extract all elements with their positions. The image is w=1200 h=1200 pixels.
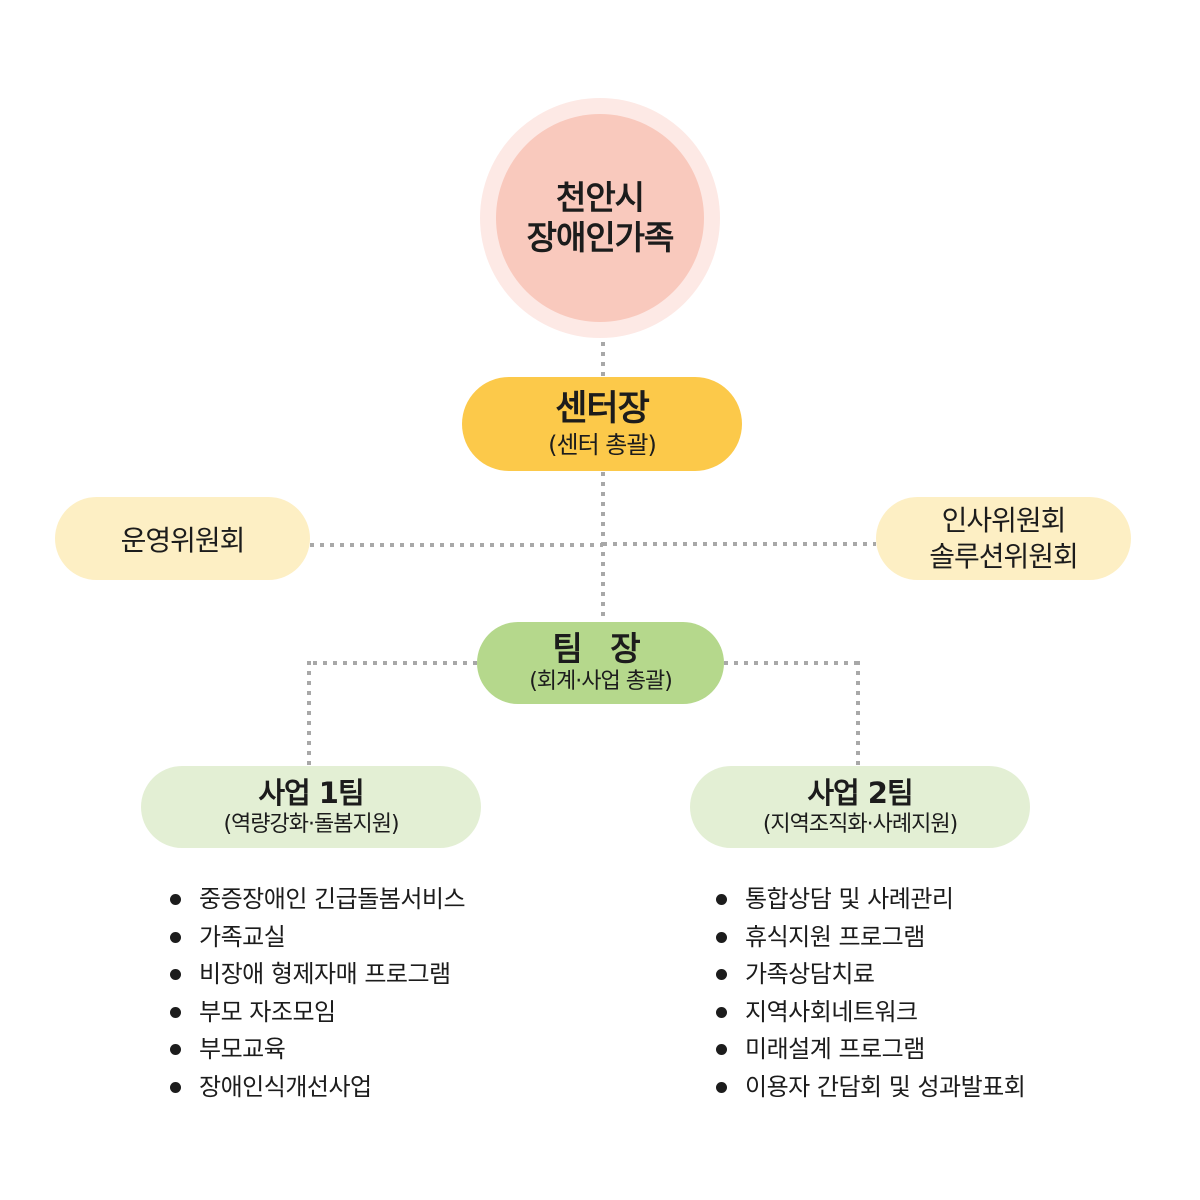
list-item-label: 비장애 형제자매 프로그램 — [199, 960, 451, 988]
list-item: 비장애 형제자매 프로그램 — [170, 956, 465, 994]
team1-title: 사업 1팀 — [258, 776, 364, 810]
bullet-icon — [170, 894, 181, 905]
bullet-icon — [170, 931, 181, 943]
list-item: 장애인식개선사업 — [170, 1069, 465, 1107]
team2-node: 사업 2팀 (지역조직화·사례지원) — [690, 766, 1030, 848]
hr-committee-label: 인사위원회 — [941, 503, 1067, 537]
director-title: 센터장 — [555, 389, 650, 429]
list-item-label: 장애인식개선사업 — [199, 1072, 372, 1101]
list-item: 중증장애인 긴급돌봄서비스 — [170, 881, 466, 919]
team2-subtitle: (지역조직화·사례지원) — [762, 812, 958, 837]
bullet-icon — [170, 1044, 181, 1055]
root-title-line1: 천안시 — [555, 178, 645, 217]
team1-node: 사업 1팀 (역량강화·돌봄지원) — [141, 766, 481, 848]
list-item-label: 가족교실 — [199, 922, 286, 951]
team2-title: 사업 2팀 — [807, 776, 913, 810]
list-item-label: 통합상담 및 사례관리 — [745, 885, 954, 913]
list-item: 부모 자조모임 — [170, 994, 465, 1032]
list-item: 통합상담 및 사례관리 — [716, 881, 1025, 919]
team-lead-subtitle: (회계·사업 총괄) — [529, 669, 673, 694]
list-item-label: 미래설계 프로그램 — [745, 1035, 925, 1063]
director-subtitle: (센터 총괄) — [548, 431, 657, 459]
team1-subtitle: (역량강화·돌봄지원) — [223, 812, 399, 837]
bullet-icon — [716, 931, 727, 943]
bullet-icon — [716, 1006, 727, 1018]
team-lead-title: 팀 장 — [552, 629, 649, 668]
list-item-label: 지역사회네트워크 — [745, 997, 918, 1026]
list-item: 가족상담치료 — [716, 956, 1025, 994]
director-node: 센터장 (센터 총괄) — [462, 377, 742, 471]
list-item: 지역사회네트워크 — [716, 994, 1025, 1032]
list-item: 가족교실 — [170, 919, 465, 957]
list-item: 이용자 간담회 및 성과발표회 — [716, 1069, 1026, 1107]
list-item-label: 부모교육 — [199, 1035, 286, 1063]
list-item: 미래설계 프로그램 — [716, 1031, 1025, 1069]
team1-program-list: 중증장애인 긴급돌봄서비스 가족교실 비장애 형제자매 프로그램 부모 자조모임… — [170, 881, 466, 1107]
bullet-icon — [716, 894, 727, 905]
list-item-label: 휴식지원 프로그램 — [745, 922, 925, 951]
bullet-icon — [170, 969, 181, 980]
operating-committee-label: 운영위원회 — [120, 523, 246, 557]
solution-committee-label: 솔루션위원회 — [929, 539, 1079, 573]
bullet-icon — [170, 1081, 181, 1093]
list-item-label: 중증장애인 긴급돌봄서비스 — [199, 885, 466, 913]
root-title-line2: 장애인가족 — [526, 218, 675, 257]
team-lead-node: 팀 장 (회계·사업 총괄) — [477, 622, 724, 704]
list-item: 휴식지원 프로그램 — [716, 919, 1025, 957]
list-item: 부모교육 — [170, 1031, 465, 1069]
list-item-label: 부모 자조모임 — [199, 997, 336, 1026]
bullet-icon — [170, 1006, 181, 1018]
team2-program-list: 통합상담 및 사례관리 휴식지원 프로그램 가족상담치료 지역사회네트워크 미래… — [716, 881, 1026, 1107]
operating-committee-node: 운영위원회 — [55, 497, 310, 580]
bullet-icon — [716, 1081, 727, 1093]
bullet-icon — [716, 969, 727, 980]
list-item-label: 이용자 간담회 및 성과발표회 — [745, 1072, 1026, 1101]
bullet-icon — [716, 1044, 727, 1055]
root-node: 천안시 장애인가족 — [496, 114, 704, 322]
list-item-label: 가족상담치료 — [745, 960, 875, 988]
hr-solution-committee-node: 인사위원회 솔루션위원회 — [876, 497, 1131, 580]
